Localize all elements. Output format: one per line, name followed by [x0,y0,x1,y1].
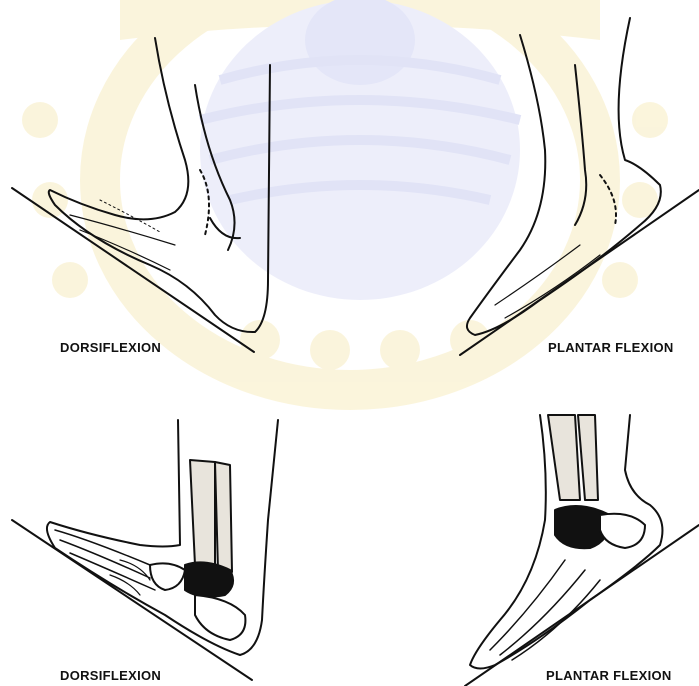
caption-top-left: DORSIFLEXION [60,340,161,355]
caption-bottom-right: PLANTAR FLEXION [546,668,672,683]
caption-top-right: PLANTAR FLEXION [548,340,674,355]
caption-bottom-left: DORSIFLEXION [60,668,161,683]
